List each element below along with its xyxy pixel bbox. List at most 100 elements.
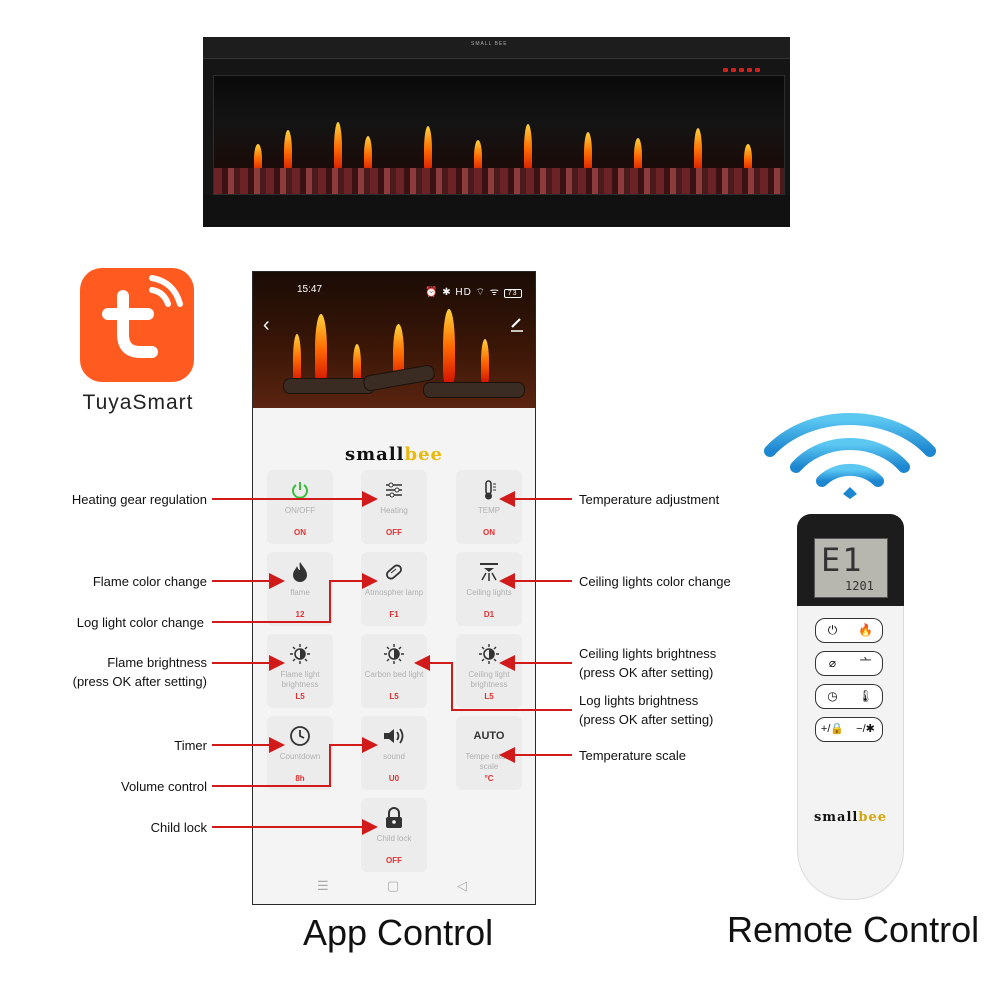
lcd-small-readout: 1201: [845, 579, 874, 593]
fireplace-image: SMALL BEE: [203, 37, 790, 227]
tile-label: TEMP: [477, 506, 501, 515]
fireplace-base: [203, 195, 790, 227]
wifi-signal-icon: [764, 413, 936, 499]
brightness-icon: [361, 642, 427, 666]
back-arrow-icon[interactable]: ‹: [263, 314, 270, 336]
annotation-flame-brightness-note: (press OK after setting): [72, 674, 207, 689]
remote-flame-button[interactable]: 🔥: [849, 618, 883, 643]
tile-carbon-bed-light[interactable]: Carbon bed light L5: [361, 634, 427, 708]
power-icon: [267, 478, 333, 502]
annotation-flame-color: Flame color change: [92, 574, 207, 589]
tile-label: Child lock: [376, 834, 412, 843]
edit-pencil-icon[interactable]: [509, 316, 525, 332]
android-nav-bar: ☰ ▢ ◁: [253, 872, 535, 902]
tile-value: OFF: [386, 528, 402, 537]
tile-value: L5: [295, 692, 305, 701]
remote-temp-button[interactable]: 🌡: [849, 684, 883, 709]
remote-head: E1 1201: [797, 514, 904, 606]
auto-icon: AUTO: [473, 730, 505, 742]
brightness-icon: [267, 642, 333, 666]
fireplace-top-bar: SMALL BEE: [203, 37, 790, 59]
brightness-icon: [456, 642, 522, 666]
home-icon[interactable]: ▢: [387, 878, 400, 893]
tile-value: F1: [389, 610, 399, 619]
fireplace-brand: SMALL BEE: [471, 41, 508, 47]
annotation-log-light-color: Log light color change: [76, 615, 204, 630]
tile-value: 12: [295, 610, 305, 619]
tile-value: L5: [389, 692, 399, 701]
fireplace-hero-image: 15:47 ⏰ ✱ HD ⌔ ᯤ 73 ‹: [253, 272, 535, 408]
annotation-ceiling-brightness-note: (press OK after setting): [579, 665, 714, 680]
fireplace-ember-bed: [214, 168, 784, 194]
annotation-flame-brightness: Flame brightness: [107, 655, 207, 670]
fireplace-glass: [213, 75, 785, 195]
lamp-icon: [361, 560, 427, 584]
annotation-log-brightness: Log lights brightness: [579, 693, 699, 708]
caption-app-control: App Control: [303, 912, 494, 953]
tile-ceiling-lights[interactable]: Ceiling lights D1: [456, 552, 522, 626]
tile-on-off[interactable]: ON/OFF ON: [267, 470, 333, 544]
tile-label: Countdown: [279, 752, 321, 761]
lock-icon: [361, 806, 427, 830]
tile-value: D1: [483, 610, 495, 619]
battery-indicator: 73: [503, 289, 522, 298]
smallbee-logo: smallbee: [344, 444, 444, 465]
tile-child-lock[interactable]: Child lock OFF: [361, 798, 427, 872]
tile-temperature-scale[interactable]: AUTO Tempe rature scale °C: [456, 716, 522, 790]
annotation-timer: Timer: [174, 738, 207, 753]
lcd-main-readout: E1: [821, 541, 864, 579]
tile-label: Flame light brightness: [280, 670, 320, 689]
clock-icon: [267, 724, 333, 748]
tile-label: Carbon bed light: [364, 670, 424, 679]
tile-label: sound: [383, 752, 405, 761]
remote-plus-lock-button[interactable]: +/🔒: [815, 717, 850, 742]
tile-flame-light-brightness[interactable]: Flame light brightness L5: [267, 634, 333, 708]
tile-label: Tempe rature scale: [465, 752, 513, 771]
tile-value: OFF: [386, 856, 402, 865]
annotation-temperature-adjustment: Temperature adjustment: [579, 492, 720, 507]
tile-value: ON: [294, 528, 306, 537]
remote-lamp-button[interactable]: ⌀: [815, 651, 850, 676]
ceiling-light-icon: [456, 560, 522, 584]
sliders-icon: [361, 478, 427, 502]
remote-smallbee-logo: smallbee: [813, 810, 887, 825]
tile-label: Ceiling light brightness: [468, 670, 510, 689]
annotation-volume: Volume control: [121, 779, 207, 794]
remote-ceiling-light-button[interactable]: ⼇: [849, 651, 883, 676]
caption-remote-control: Remote Control: [727, 909, 980, 950]
tuya-app-label: TuyaSmart: [82, 391, 194, 414]
tile-countdown[interactable]: Countdown 8h: [267, 716, 333, 790]
remote-power-button[interactable]: ⏻: [815, 618, 850, 643]
tile-label: Atmospher lamp: [364, 588, 424, 597]
phone-screen: 15:47 ⏰ ✱ HD ⌔ ᯤ 73 ‹ smallbee ON/OFF ON…: [252, 271, 536, 905]
remote-control: E1 1201 ⏻ 🔥 ⌀ ⼇ ◷ 🌡 +/🔒 −/✱ smallbee: [797, 514, 904, 900]
flame-icon: [267, 560, 333, 584]
tile-atmosphere-lamp[interactable]: Atmospher lamp F1: [361, 552, 427, 626]
thermometer-icon: [456, 478, 522, 502]
tile-label: flame: [290, 588, 310, 597]
status-time: 15:47: [297, 284, 323, 295]
tuya-app-icon: [80, 268, 194, 382]
tile-flame[interactable]: flame 12: [267, 552, 333, 626]
tile-label: Ceiling lights: [466, 588, 512, 597]
remote-timer-button[interactable]: ◷: [815, 684, 850, 709]
back-icon[interactable]: ◁: [457, 878, 467, 893]
menu-icon[interactable]: ☰: [317, 878, 329, 893]
remote-minus-button[interactable]: −/✱: [849, 717, 883, 742]
speaker-icon: [361, 724, 427, 748]
annotation-temperature-scale: Temperature scale: [579, 748, 686, 763]
tile-value: 8h: [295, 774, 305, 783]
tile-value: ON: [483, 528, 495, 537]
tile-temp[interactable]: TEMP ON: [456, 470, 522, 544]
remote-lcd: E1 1201: [814, 538, 888, 598]
tile-value: °C: [484, 774, 494, 783]
tile-sound[interactable]: sound U0: [361, 716, 427, 790]
tile-heating[interactable]: Heating OFF: [361, 470, 427, 544]
annotation-ceiling-color: Ceiling lights color change: [579, 574, 731, 589]
tile-ceiling-light-brightness[interactable]: Ceiling light brightness L5: [456, 634, 522, 708]
tile-value: U0: [388, 774, 400, 783]
annotation-log-brightness-note: (press OK after setting): [579, 712, 714, 727]
tile-label: ON/OFF: [284, 506, 316, 515]
tile-label: Heating: [380, 506, 408, 515]
status-icons: ⏰ ✱ HD ⌔ ᯤ 73: [425, 284, 522, 299]
